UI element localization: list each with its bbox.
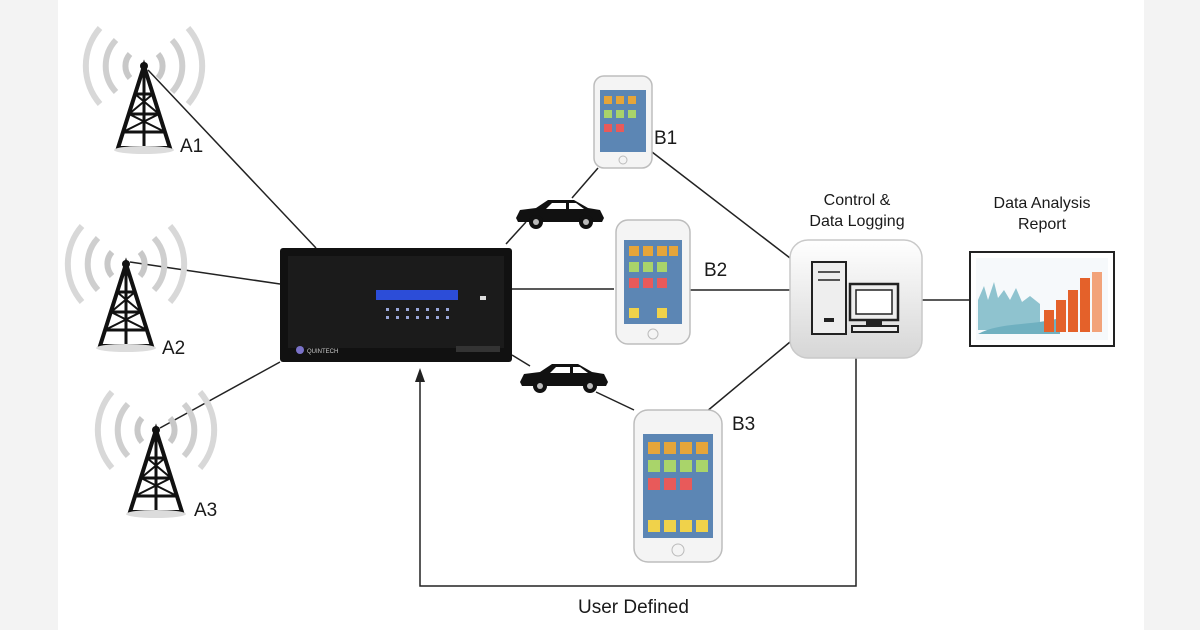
report-label-line2: Report: [1017, 216, 1067, 233]
link-b1-control: [651, 151, 791, 259]
link-car2-b3: [595, 391, 635, 411]
control-label-line2: Data Logging: [809, 213, 905, 230]
link-a1-emulator: [147, 69, 317, 249]
tower-label-a1: A1: [180, 136, 204, 157]
phone-label-b1: B1: [654, 128, 678, 149]
feedback-label: User Defined: [578, 597, 689, 618]
feedback-arrow-icon: [415, 368, 425, 382]
tower-label-a3: A3: [194, 500, 218, 521]
smartphone-icon: [615, 219, 691, 345]
control-label: Control & Data Logging: [790, 190, 924, 232]
car-icon: [516, 200, 604, 229]
control-label-line1: Control &: [823, 192, 891, 209]
car-icon: [520, 364, 608, 393]
report-label: Data Analysis Report: [964, 193, 1120, 235]
link-b3-control: [705, 341, 791, 413]
tower-label-a2: A2: [162, 338, 186, 359]
feedback-loop-line: [419, 358, 857, 587]
link-emulator-car1: [505, 221, 527, 245]
report-label-line1: Data Analysis: [993, 195, 1091, 212]
link-a2-emulator: [129, 261, 281, 285]
device-display: [376, 290, 458, 300]
link-emulator-car2: [511, 354, 531, 367]
phone-label-b3: B3: [732, 414, 756, 435]
connection-lines: [129, 69, 972, 587]
device-brand: QUINTECH: [307, 349, 338, 355]
phone-label-b2: B2: [704, 260, 728, 281]
link-a3-emulator: [159, 361, 281, 429]
smartphone-icon: [593, 75, 653, 169]
rf-emulator-device: QUINTECH: [280, 248, 512, 362]
chart-report-icon: [969, 251, 1115, 347]
cell-tower-icon: [68, 226, 184, 352]
computer-icon: [789, 239, 923, 359]
link-car1-b1: [571, 167, 599, 199]
smartphone-icon: [633, 409, 723, 563]
